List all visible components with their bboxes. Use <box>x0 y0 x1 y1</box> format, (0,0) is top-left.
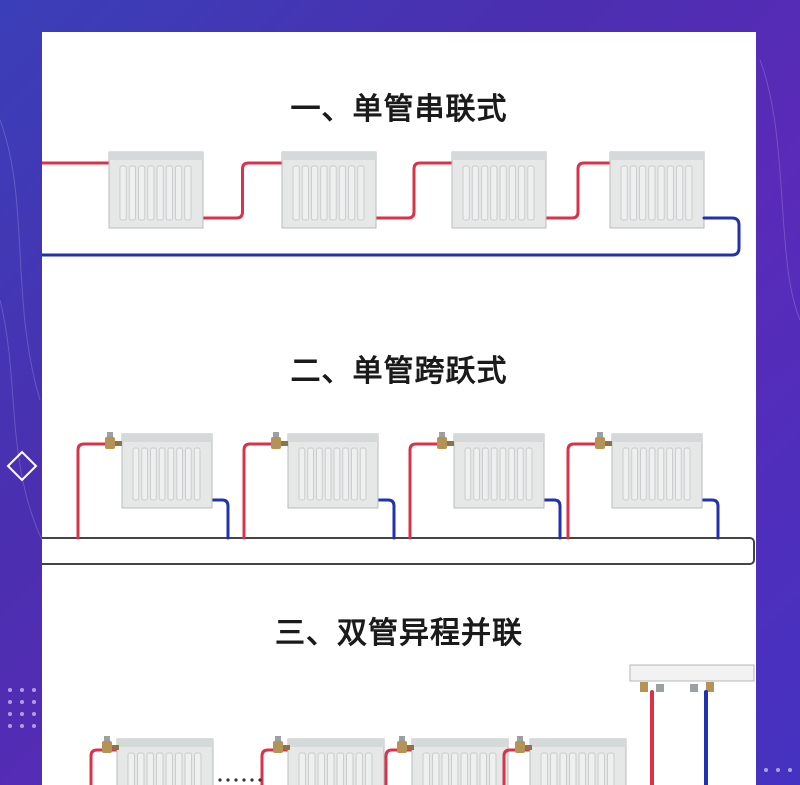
continuation-dot <box>258 778 262 782</box>
valve-icon <box>102 736 119 753</box>
supply-pipe <box>502 748 532 785</box>
valve-icon <box>273 736 290 753</box>
section-title-bypass: 二、单管跨跃式 <box>290 354 508 389</box>
radiator-icon <box>116 738 214 785</box>
continuation-dot <box>218 778 222 782</box>
radiator-icon <box>611 433 703 509</box>
supply-pipe <box>242 442 290 540</box>
continuation-dot <box>242 778 246 782</box>
supply-pipe <box>544 161 612 220</box>
continuation-dot <box>250 778 254 782</box>
bypass-main-pipe <box>42 537 755 565</box>
return-pipe <box>42 216 741 257</box>
diamond-icon <box>6 450 38 482</box>
valve-icon <box>595 432 612 449</box>
section-title-series: 一、单管串联式 <box>290 92 508 127</box>
supply-pipe <box>201 161 284 220</box>
section-title-two-pipe: 三、双管异程并联 <box>275 616 523 651</box>
supply-pipe <box>566 442 614 540</box>
radiator-icon <box>453 433 545 509</box>
valve-icon <box>271 432 288 449</box>
dot-grid-right <box>764 768 792 772</box>
radiator-icon <box>281 151 377 229</box>
supply-pipe <box>260 748 290 785</box>
return-pipe <box>210 498 230 540</box>
radiator-icon <box>609 151 705 229</box>
supply-pipe <box>374 161 454 220</box>
return-pipe <box>700 498 720 540</box>
radiator-icon <box>411 738 509 785</box>
supply-pipe <box>384 748 414 785</box>
manifold-icon <box>629 664 755 692</box>
radiator-icon <box>108 151 204 229</box>
supply-pipe <box>408 442 456 540</box>
valve-icon <box>437 432 454 449</box>
valve-icon <box>105 432 122 449</box>
supply-pipe <box>89 748 119 785</box>
continuation-dot <box>226 778 230 782</box>
diagram-card: 一、单管串联式 二、单管跨跃式 三、双管异程并联 <box>42 32 756 785</box>
radiator-icon <box>287 433 379 509</box>
return-pipe <box>376 498 396 540</box>
radiator-icon <box>529 738 627 785</box>
radiator-icon <box>451 151 547 229</box>
radiator-icon <box>121 433 213 509</box>
valve-icon <box>397 736 414 753</box>
heating-diagram <box>42 151 755 785</box>
valve-icon <box>515 736 532 753</box>
radiator-icon <box>287 738 385 785</box>
return-pipe <box>542 498 562 540</box>
dot-grid-left <box>8 688 36 728</box>
supply-pipe <box>76 442 124 540</box>
continuation-dot <box>234 778 238 782</box>
